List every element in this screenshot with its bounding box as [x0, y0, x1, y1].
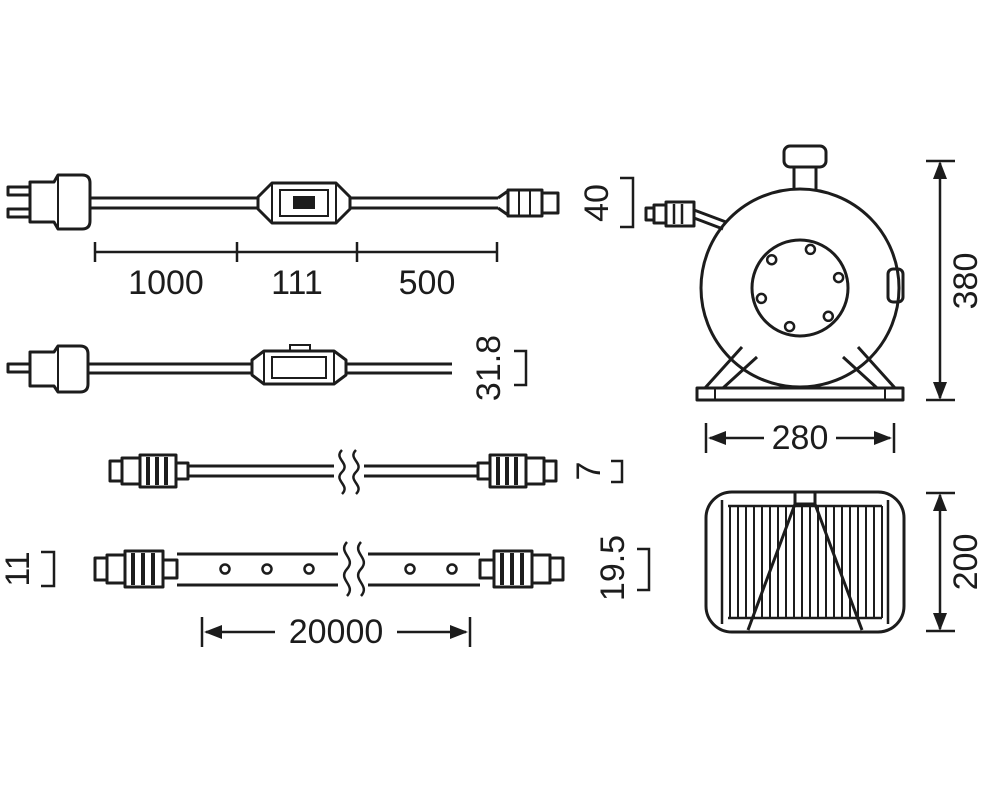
dim-label-strip-width: 11 — [0, 551, 37, 586]
dim-label-converter-width: 40 — [578, 184, 616, 222]
arrowhead-up — [933, 493, 947, 511]
dim-converter-height: 31.8 — [470, 335, 528, 401]
dim-reel-width: 280 — [704, 419, 896, 457]
connector-cap — [540, 191, 560, 215]
dim-bracket-31-8 — [514, 349, 528, 387]
inline-converter-top — [256, 181, 352, 225]
arrowhead-left — [708, 431, 726, 445]
cable-assembly-top-view — [6, 173, 560, 231]
end-connector-top — [497, 188, 560, 218]
dim-reel-height: 380 — [926, 159, 985, 402]
converter-inner — [279, 189, 329, 217]
reel-hub — [750, 238, 850, 338]
connector-body — [506, 188, 544, 218]
dim-label-reel-height: 380 — [947, 253, 985, 310]
dim-bracket-40 — [620, 176, 635, 229]
cable-converter-to-end — [350, 196, 498, 210]
plug-body-side — [28, 344, 90, 394]
hub-hole — [804, 243, 817, 256]
reel-side-frame — [746, 492, 864, 631]
strip-hole — [303, 563, 315, 575]
cable-assembly-side-view — [6, 344, 452, 394]
break-symbol-cable — [338, 449, 360, 495]
arrowhead-right — [450, 625, 468, 639]
arrowhead-down — [933, 613, 947, 631]
cable-plug-to-converter — [90, 196, 258, 210]
inline-converter-side — [250, 344, 348, 386]
dim-label-cable-diameter: 7 — [570, 462, 608, 481]
plug-pin-bottom — [6, 207, 32, 219]
arrowhead-right — [874, 431, 892, 445]
strip-hole — [404, 563, 416, 575]
dim-cable-diameter: 7 — [570, 459, 624, 484]
plug-pin-side — [6, 362, 32, 374]
dim-label-converter-length: 111 — [271, 264, 323, 302]
converter-outline-side — [250, 349, 348, 386]
dim-label-converter-height: 31.8 — [470, 335, 508, 401]
hub-hole — [783, 320, 796, 333]
converter-inner-side — [271, 356, 327, 379]
arrowhead-up — [933, 161, 947, 179]
hub-hole — [832, 271, 845, 284]
reel-side-view — [704, 490, 906, 634]
dim-strip-length: 20000 — [200, 613, 472, 651]
arrowhead-down — [933, 382, 947, 400]
dim-bracket-19-5 — [637, 547, 651, 592]
dim-cable-lengths: 1000 111 500 — [93, 242, 499, 302]
dim-reel-depth: 200 — [926, 491, 985, 633]
coiled-cable-hatching — [729, 506, 883, 618]
strip-connector-left — [93, 549, 179, 589]
reel-front-view — [644, 144, 905, 402]
stand-base-bar — [695, 386, 905, 402]
extension-cable-view — [108, 449, 558, 495]
dim-label-strip-length: 20000 — [289, 613, 384, 651]
plug-body — [28, 173, 92, 231]
hub-hole — [755, 292, 768, 305]
arrowhead-left — [204, 625, 222, 639]
dim-strip-width: 11 — [0, 550, 56, 588]
strip-connector-right — [478, 549, 565, 589]
hub-hole — [765, 253, 778, 266]
reel-stand — [695, 345, 905, 402]
power-plug-top — [6, 173, 92, 231]
dim-label-reel-depth: 200 — [947, 534, 985, 591]
strip-hole — [219, 563, 231, 575]
dim-bracket-11 — [41, 550, 56, 588]
reel-handle — [782, 144, 828, 169]
reel-feed-connector — [644, 200, 727, 231]
dim-label-connector-diameter: 19.5 — [594, 535, 632, 601]
dim-converter-width: 40 — [578, 176, 635, 229]
dim-label-plug-cable-length: 1000 — [128, 264, 204, 302]
dim-connector-diameter: 19.5 — [594, 535, 651, 601]
cable-connector-left — [108, 453, 190, 489]
led-strip-view — [93, 541, 565, 597]
dim-bracket-7 — [611, 459, 624, 484]
converter-label-window — [293, 196, 315, 209]
strip-hole — [446, 563, 458, 575]
break-symbol-strip — [342, 541, 366, 597]
dim-label-reel-width: 280 — [772, 419, 829, 457]
strip-hole — [261, 563, 273, 575]
cable-connector-right — [476, 453, 558, 489]
reel-socket-cover — [886, 267, 905, 304]
plug-pin-top — [6, 185, 32, 197]
dim-label-end-cable-length: 500 — [399, 264, 456, 302]
reel-side-outline — [704, 490, 906, 634]
hub-hole — [822, 310, 835, 323]
